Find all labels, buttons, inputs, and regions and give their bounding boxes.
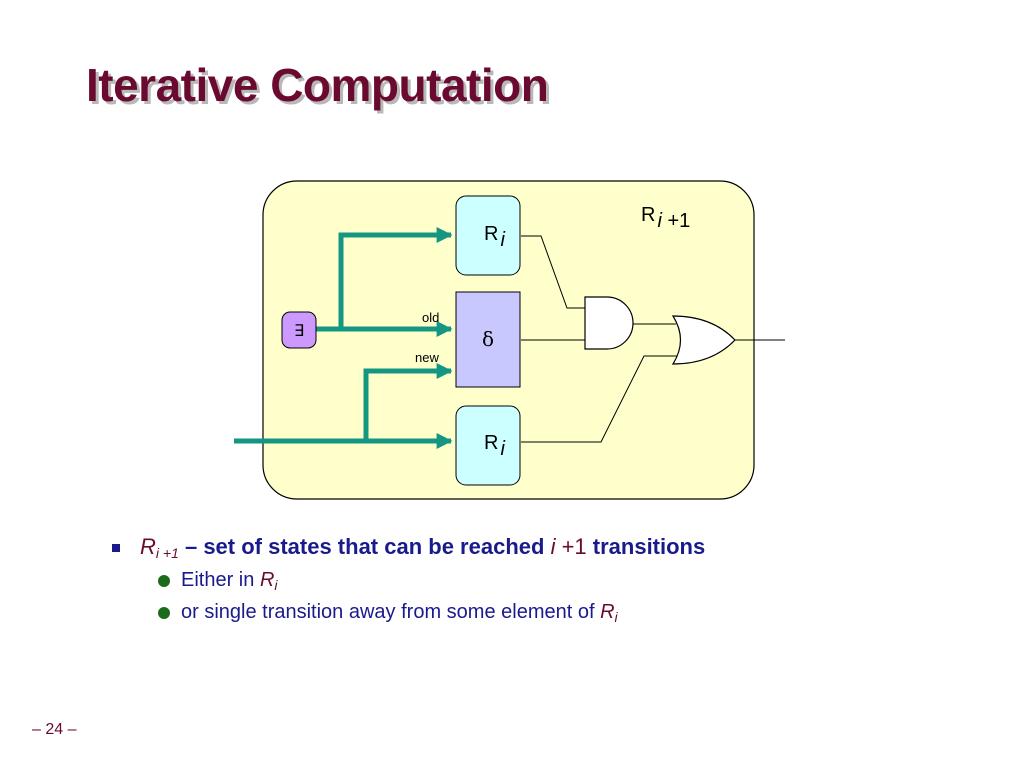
bullet-sub-2-text: or single transition away from some elem… <box>181 601 601 623</box>
bullet-sub-1: Either in Ri <box>158 569 705 593</box>
or-gate <box>671 315 736 365</box>
exists-block <box>281 311 317 349</box>
arrow-new-to-delta <box>363 362 453 441</box>
r-subscript: i <box>614 609 618 625</box>
r-subscript: i <box>274 577 278 593</box>
r-variable: R <box>600 601 615 623</box>
exists-symbol: ∃ <box>294 321 304 340</box>
bullet-main: Ri +1 – set of states that can be reache… <box>112 534 705 561</box>
bullet-sub-2: or single transition away from some elem… <box>158 601 705 625</box>
r-variable: R <box>140 534 156 559</box>
bullet-list: Ri +1 – set of states that can be reache… <box>112 534 705 625</box>
bullet-main-tail: transitions <box>586 534 706 559</box>
plus-one: +1 <box>555 534 587 559</box>
bullet-sub-1-text: Either in <box>181 569 260 591</box>
old-label: old <box>422 310 439 325</box>
and-gate <box>584 296 634 350</box>
slide-title: Iterative Computation <box>86 59 549 111</box>
arrow-to-top-register <box>311 226 453 332</box>
delta-block <box>455 291 521 388</box>
round-bullet-icon <box>158 607 170 619</box>
top-register <box>455 195 521 276</box>
delta-symbol: δ <box>482 327 494 351</box>
r-variable: R <box>259 569 275 591</box>
i-variable: i <box>550 534 556 559</box>
square-bullet-icon <box>112 544 120 552</box>
new-label: new <box>415 350 439 365</box>
bottom-register <box>455 405 521 486</box>
round-bullet-icon <box>158 575 170 587</box>
r-subscript: i +1 <box>155 545 179 561</box>
bullet-main-text: – set of states that can be reached <box>178 534 551 559</box>
logic-wires <box>521 235 785 443</box>
arrow-wires <box>234 226 453 450</box>
page-number: – 24 – <box>32 721 77 738</box>
